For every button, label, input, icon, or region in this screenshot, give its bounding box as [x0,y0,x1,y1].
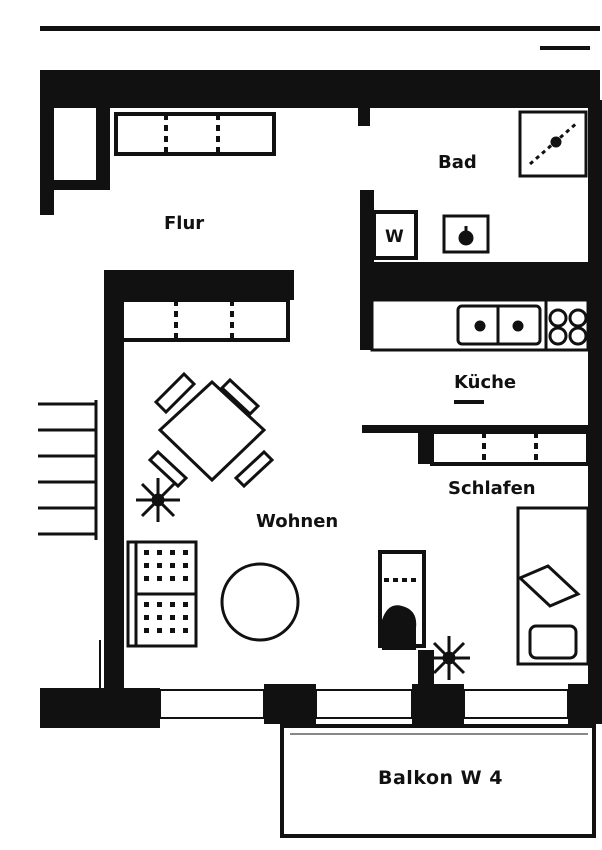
walls [40,70,602,728]
wall-left-upper [40,70,54,215]
window-bottom-2 [315,689,413,719]
sofa-pattern [144,550,188,633]
round-table [220,562,300,642]
flur-cabinets [114,112,276,156]
sofa-dot [157,563,162,568]
sofa-dot [157,628,162,633]
wall-bottom-mid2 [412,684,464,724]
sofa-dot [183,576,188,581]
sofa-dot [170,602,175,607]
cabinet [120,298,290,342]
sofa-dot [183,628,188,633]
wall-right [588,100,602,700]
dining-table [147,371,275,489]
shower-icon [518,110,588,178]
window-bottom-3 [463,689,569,719]
sofa-dot [157,602,162,607]
sink-icon [456,304,542,346]
washing-machine [372,210,418,260]
cabinet [114,112,276,156]
wall-left-corner [54,180,106,190]
sofa-dot [157,550,162,555]
schlafen-wardrobe [430,430,590,466]
sofa-dot [183,563,188,568]
sofa-dot [170,628,175,633]
sofa-dot [144,550,149,555]
top-border-line [40,26,600,31]
window-bottom-1 [159,689,265,719]
sofa-dot [170,550,175,555]
bed [516,506,590,666]
windows [159,689,569,719]
room-label-schlafen: Schlafen [448,478,536,499]
sofa-dot [170,615,175,620]
sofa-dot [144,628,149,633]
sofa-dot [144,576,149,581]
plant-icon [136,478,180,522]
stairs [38,400,98,540]
room-label-kueche: Küche [454,372,516,393]
wall-bottom-mid [264,684,316,724]
sofa-dot [183,602,188,607]
wall-living-left [104,270,124,690]
wall-kitchen-bottom [362,425,602,433]
room-label-flur: Flur [164,213,204,234]
wall-top [40,70,600,108]
wohnen-cabinets [120,298,290,342]
wall-schlafen-lower [418,650,434,690]
wall-bottom-left [40,688,160,728]
plant-icon [428,636,470,680]
sofa-dot [144,563,149,568]
sofa-dot [157,615,162,620]
room-label-bad: Bad [438,152,477,173]
room-label-balkon: Balkon W 4 [378,767,503,789]
sofa-dot [170,576,175,581]
wall-schlafen-left-door [418,430,430,464]
sofa-dot [183,615,188,620]
stove-icon [548,308,588,346]
wall-flur-left-notch [96,100,110,190]
room-label-wohnen: Wohnen [256,511,338,532]
sofa-dot [183,550,188,555]
top-right-dash [540,46,590,50]
sofa-dot [144,615,149,620]
sofa-dot [170,563,175,568]
wall-bad-bottom [360,262,602,300]
balcony [280,724,596,838]
sink-icon [442,214,490,254]
wall-bad-top-stub [358,100,370,126]
sofa-dot [144,602,149,607]
chair-icon [382,605,417,650]
washer-label: W [385,227,404,247]
wall-living-left-top [104,270,294,300]
sofa-dot [157,576,162,581]
